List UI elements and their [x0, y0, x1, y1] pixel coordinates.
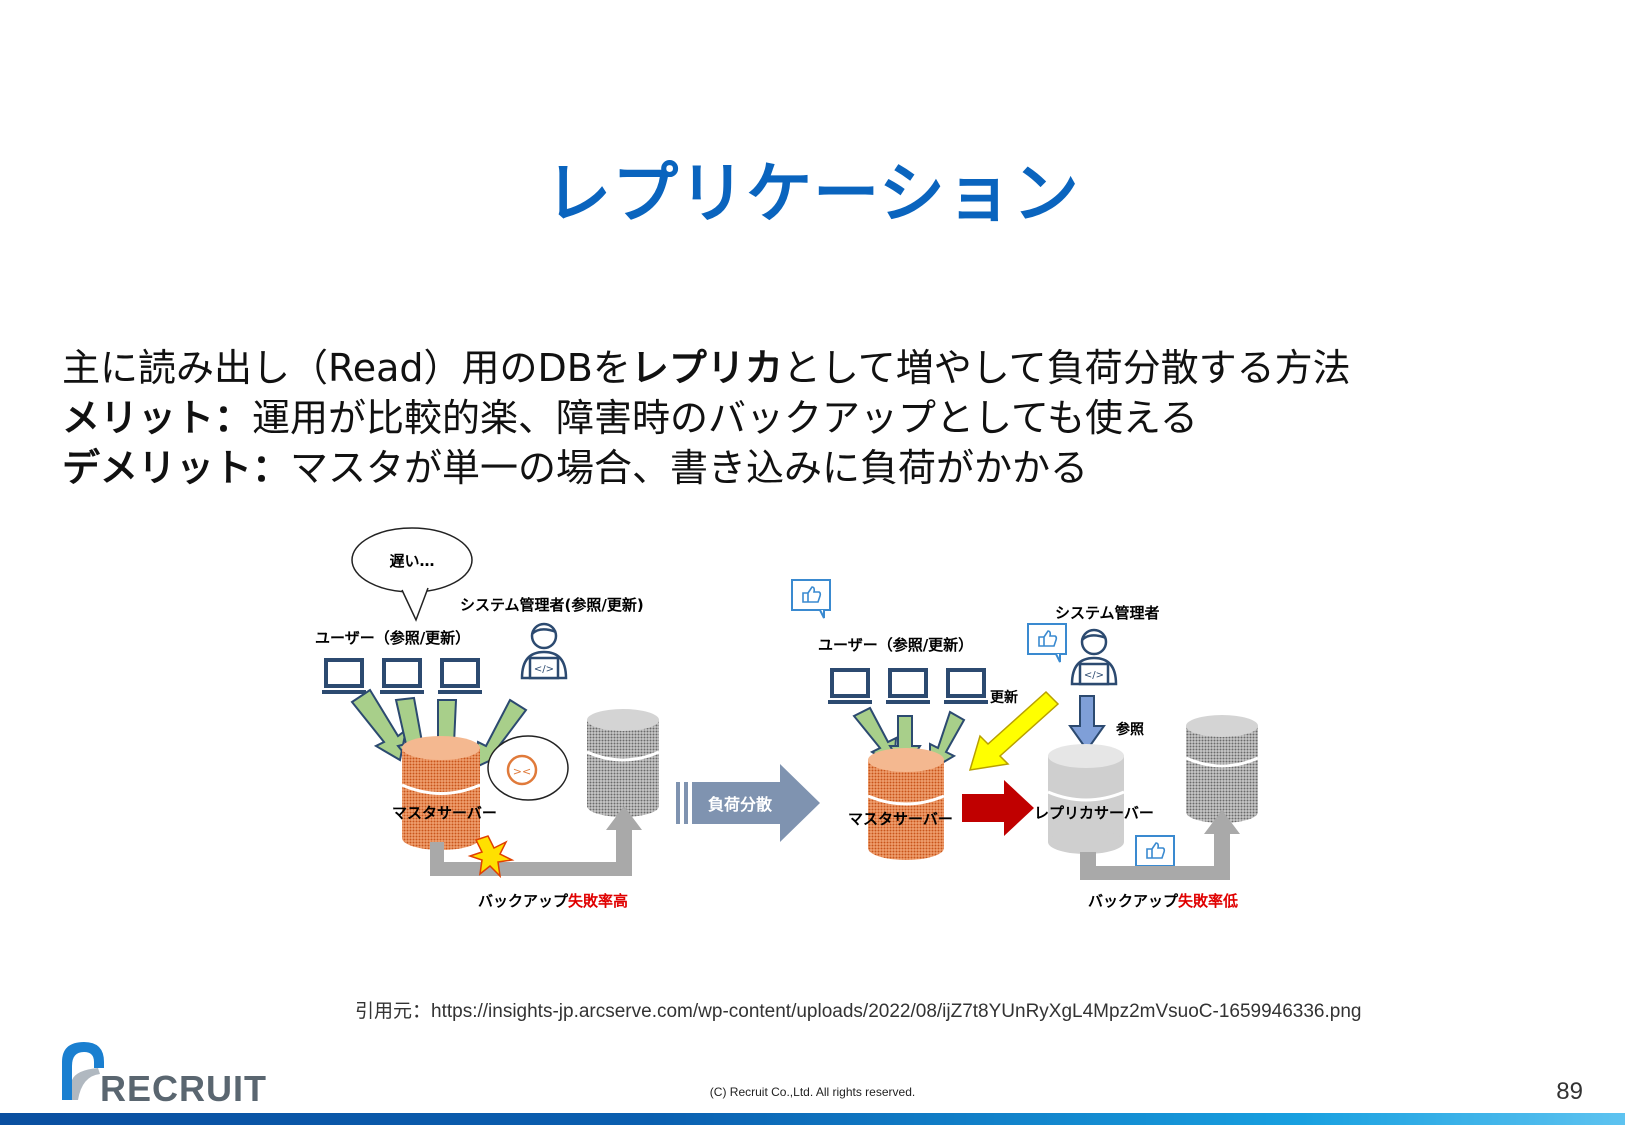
slow-speech-text: 遅い…	[389, 552, 434, 570]
replication-arrow	[962, 780, 1034, 836]
after-master-label: マスタサーバー	[848, 810, 953, 828]
laptop-icon	[826, 668, 874, 706]
laptop-icon	[884, 668, 932, 706]
admin-icon	[1070, 628, 1118, 686]
before-users-label: ユーザー（参照/更新）	[315, 629, 470, 647]
laptop-icon	[436, 658, 484, 696]
demerit-text: マスタが単一の場合、書き込みに負荷がかかる	[290, 446, 1089, 490]
replication-diagram: </> 遅い… システム管理者(参照/更新) ユーザー（参照/更新）	[315, 527, 1259, 910]
laptop-icon	[942, 668, 990, 706]
description-suffix: として増やして負荷分散する方法	[782, 346, 1351, 390]
recruit-logo: RECRUIT	[62, 1042, 267, 1105]
backup-arrow	[1080, 810, 1240, 880]
demerit-label: デメリット：	[62, 446, 291, 490]
load-balance-arrow: 負荷分散	[676, 764, 820, 842]
after-backup-label: バックアップ失敗率低	[1088, 892, 1238, 910]
after-admin-label: システム管理者	[1055, 604, 1160, 622]
replica-keyword: レプリカ	[630, 346, 783, 390]
laptop-icon	[378, 658, 426, 696]
master-db-icon	[867, 748, 945, 860]
before-section: 遅い… システム管理者(参照/更新) ユーザー（参照/更新） マスタサーバー >…	[315, 527, 660, 910]
backup-arrow	[430, 806, 642, 876]
update-arrow	[968, 690, 1060, 771]
merit-line: メリット：運用が比較的楽、障害時のバックアップとしても使える	[62, 393, 1198, 443]
copyright-notice: (C) Recruit Co.,Ltd. All rights reserved…	[709, 1085, 916, 1099]
reference-arrow	[1068, 695, 1106, 752]
load-balance-label: 負荷分散	[708, 795, 773, 814]
slide-title: レプリケーション	[545, 155, 1080, 232]
reference-label: 参照	[1116, 721, 1144, 738]
description-prefix: 主に読み出し（Read）用のDBを	[62, 346, 631, 390]
thumbs-up-icon	[1027, 623, 1067, 663]
replica-label: レプリカサーバー	[1034, 804, 1154, 822]
before-admin-label: システム管理者(参照/更新)	[460, 596, 644, 614]
before-backup-label: バックアップ失敗率高	[478, 892, 628, 910]
logo-arc-icon	[62, 1042, 104, 1100]
after-section: ユーザー（参照/更新） システム管理者 更新 参照 マスタサーバー	[791, 579, 1259, 910]
citation-source: 引用元：https://insights-jp.arcserve.com/wp-…	[355, 1001, 1362, 1022]
failure-burst-icon	[467, 835, 515, 879]
merit-label: メリット：	[62, 396, 253, 440]
svg-text:><: ><	[513, 765, 531, 778]
thumbs-up-icon	[791, 579, 831, 619]
laptop-icon	[320, 658, 368, 696]
footer-bar	[0, 1113, 1625, 1125]
logo-text: RECRUIT	[100, 1068, 267, 1105]
master-db-icon	[401, 736, 481, 850]
backup-db-icon	[586, 709, 660, 817]
stressed-face-icon	[506, 754, 538, 786]
page-number: 89	[1556, 1078, 1583, 1105]
merit-text: 運用が比較的楽、障害時のバックアップとしても使える	[252, 396, 1198, 440]
update-label: 更新	[990, 689, 1018, 706]
description-line: 主に読み出し（Read）用のDBをレプリカとして増やして負荷分散する方法	[62, 343, 1351, 393]
replica-db-icon	[1047, 744, 1125, 854]
before-master-label: マスタサーバー	[392, 804, 497, 822]
demerit-line: デメリット：マスタが単一の場合、書き込みに負荷がかかる	[62, 443, 1088, 493]
backup-db-icon	[1185, 715, 1259, 823]
admin-icon	[520, 622, 568, 680]
after-users-label: ユーザー（参照/更新）	[818, 636, 973, 654]
